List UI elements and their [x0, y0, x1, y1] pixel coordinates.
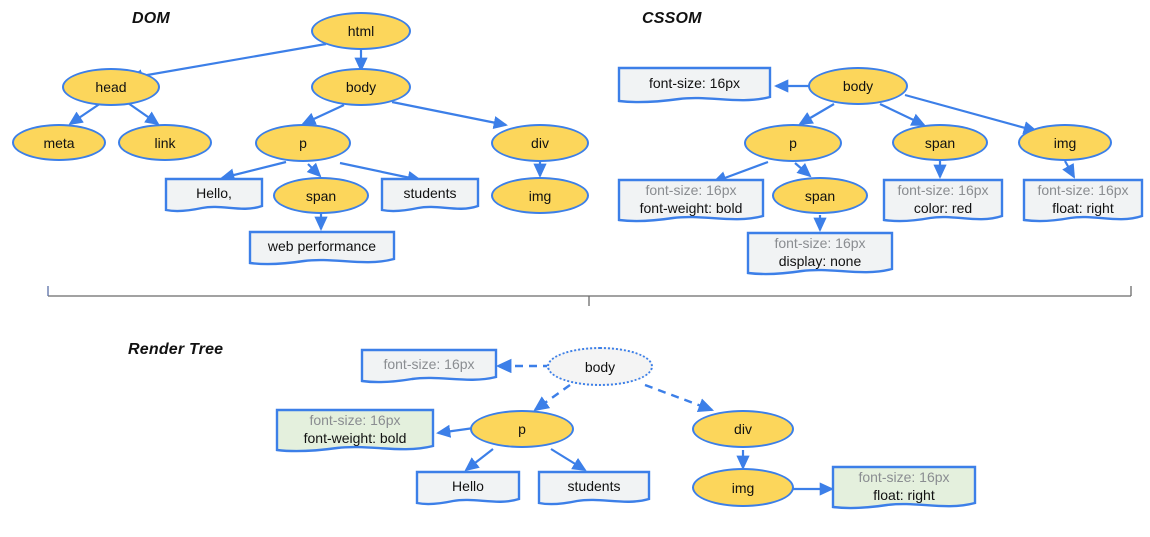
dom-text-hello-label: Hello,	[196, 184, 232, 201]
dom-text-web-performance-label: web performance	[267, 237, 377, 254]
render-node-body[interactable]: body	[547, 347, 653, 386]
dom-text-students-label: students	[403, 184, 457, 201]
render-text-students: students	[537, 470, 651, 508]
dom-section-title: DOM	[132, 10, 170, 27]
cssom-box-p-own: font-weight: bold	[639, 199, 743, 216]
cssom-node-span[interactable]: span	[892, 124, 988, 161]
cssom-box-img-own: float: right	[1052, 199, 1114, 216]
dom-node-link[interactable]: link	[118, 124, 212, 161]
cssom-node-p[interactable]: p	[744, 124, 842, 162]
dom-node-p[interactable]: p	[255, 124, 351, 162]
cssom-node-body[interactable]: body	[808, 67, 908, 105]
cssom-box-span-nested-inherited: font-size: 16px	[774, 235, 866, 252]
cssom-box-p-inherited: font-size: 16px	[645, 182, 737, 199]
dom-text-students: students	[380, 177, 480, 215]
dom-node-div[interactable]: div	[491, 124, 589, 162]
dom-node-meta[interactable]: meta	[12, 124, 106, 161]
cssom-box-img-inherited: font-size: 16px	[1037, 182, 1129, 199]
render-box-body-inherited: font-size: 16px	[383, 355, 475, 372]
dom-node-span[interactable]: span	[273, 177, 369, 214]
cssom-node-img[interactable]: img	[1018, 124, 1112, 161]
cssom-box-span-inherited: font-size: 16px	[897, 182, 989, 199]
dom-text-web-performance: web performance	[248, 230, 396, 268]
cssom-box-body-styles: font-size: 16px	[617, 66, 772, 106]
cssom-section-title: CSSOM	[642, 10, 702, 27]
cssom-box-img-styles: font-size: 16px float: right	[1022, 178, 1144, 226]
render-box-p-own: font-weight: bold	[303, 429, 407, 446]
render-node-p[interactable]: p	[470, 410, 574, 448]
dom-node-html[interactable]: html	[311, 12, 411, 50]
render-text-students-label: students	[567, 477, 621, 494]
render-text-hello: Hello	[415, 470, 521, 508]
cssom-box-span-styles: font-size: 16px color: red	[882, 178, 1004, 226]
dom-node-body[interactable]: body	[311, 68, 411, 106]
render-box-p-styles: font-size: 16px font-weight: bold	[275, 408, 435, 456]
render-box-img-own: float: right	[873, 486, 935, 503]
dom-node-img[interactable]: img	[491, 177, 589, 214]
render-box-img-inherited: font-size: 16px	[858, 469, 950, 486]
render-box-body-styles: font-size: 16px	[360, 348, 498, 386]
render-section-title: Render Tree	[128, 341, 224, 358]
render-box-p-inherited: font-size: 16px	[309, 412, 401, 429]
cssom-box-span-own: color: red	[913, 199, 973, 216]
dom-text-hello: Hello,	[164, 177, 264, 215]
cssom-box-span-nested-own: display: none	[778, 252, 862, 269]
cssom-box-p-styles: font-size: 16px font-weight: bold	[617, 178, 765, 226]
cssom-box-body-own: font-size: 16px	[648, 74, 741, 91]
dom-node-head[interactable]: head	[62, 68, 160, 106]
render-box-img-styles: font-size: 16px float: right	[831, 465, 977, 513]
cssom-box-span-nested-styles: font-size: 16px display: none	[746, 231, 894, 279]
render-node-img[interactable]: img	[692, 468, 794, 507]
render-node-div[interactable]: div	[692, 410, 794, 448]
render-text-hello-label: Hello	[452, 477, 484, 494]
cssom-node-span-nested[interactable]: span	[772, 177, 868, 214]
